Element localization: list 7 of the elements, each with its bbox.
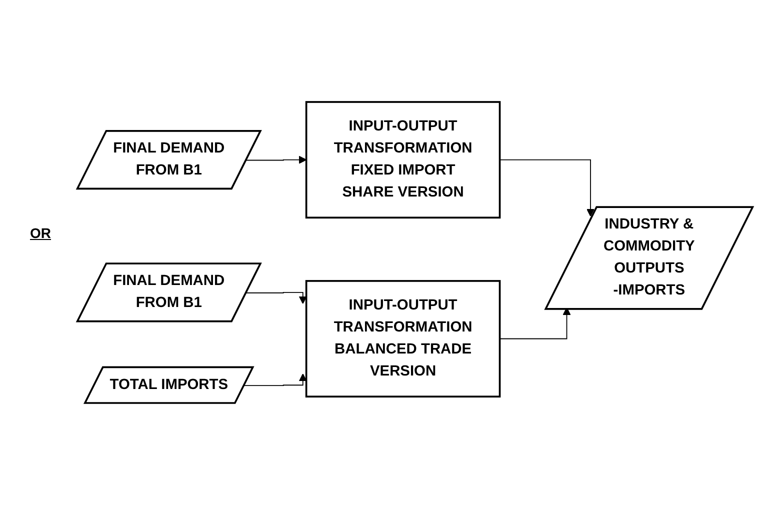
note-text: OR xyxy=(30,225,51,241)
arrow xyxy=(499,159,595,217)
node-box: INPUT-OUTPUT TRANSFORMATION FIXED IMPORT SHARE VERSION xyxy=(305,101,501,219)
arrow xyxy=(244,374,307,386)
node-box: INPUT-OUTPUT TRANSFORMATION BALANCED TRADE VERSION xyxy=(305,280,501,398)
arrow xyxy=(246,292,307,304)
arrow xyxy=(246,156,307,164)
